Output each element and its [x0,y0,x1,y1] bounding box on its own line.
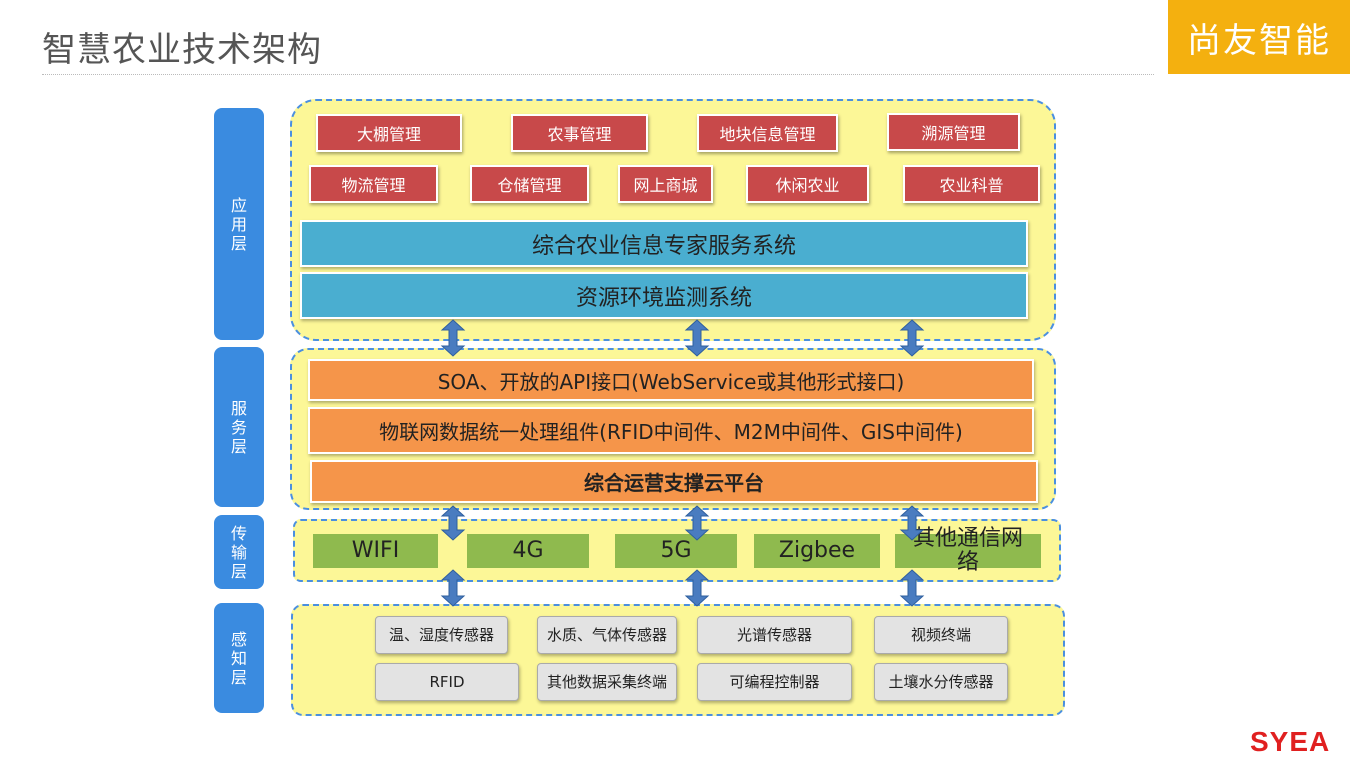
network-5g[interactable]: 5G [615,534,737,568]
bidirectional-arrow-icon [684,505,710,541]
sensor-temp-humidity[interactable]: 温、湿度传感器 [375,616,508,654]
title-divider [42,74,1154,75]
other-data-terminal[interactable]: 其他数据采集终端 [537,663,677,701]
app-warehouse-management[interactable]: 仓储管理 [470,165,589,203]
sensor-soil-moisture[interactable]: 土壤水分传感器 [874,663,1008,701]
app-leisure-agriculture[interactable]: 休闲农业 [746,165,869,203]
layer-label-service: 服务层 [214,347,264,507]
syea-logo: SYEA [1250,726,1331,757]
resource-monitoring-system[interactable]: 资源环境监测系统 [300,272,1028,319]
plc-controller[interactable]: 可编程控制器 [697,663,852,701]
iot-data-middleware[interactable]: 物联网数据统一处理组件(RFID中间件、M2M中间件、GIS中间件) [308,407,1034,454]
cloud-support-platform[interactable]: 综合运营支撑云平台 [310,460,1038,503]
layer-label-perception: 感知层 [214,603,264,713]
brand-badge: 尚友智能 [1168,0,1350,74]
layer-label-application: 应用层 [214,108,264,340]
app-greenhouse-management[interactable]: 大棚管理 [316,114,462,152]
network-wifi[interactable]: WIFI [313,534,438,568]
app-traceability-management[interactable]: 溯源管理 [887,113,1020,151]
bidirectional-arrow-icon [899,319,925,357]
network-4g[interactable]: 4G [467,534,589,568]
rfid-device[interactable]: RFID [375,663,519,701]
video-terminal[interactable]: 视频终端 [874,616,1008,654]
network-zigbee[interactable]: Zigbee [754,534,880,568]
bidirectional-arrow-icon [684,319,710,357]
app-plot-info-management[interactable]: 地块信息管理 [697,114,838,152]
app-online-mall[interactable]: 网上商城 [618,165,713,203]
page-title: 智慧农业技术架构 [42,30,322,70]
network-other[interactable]: 其他通信网络 [895,527,1041,575]
bidirectional-arrow-icon [684,569,710,607]
bidirectional-arrow-icon [440,505,466,541]
bidirectional-arrow-icon [440,569,466,607]
expert-service-system[interactable]: 综合农业信息专家服务系统 [300,220,1028,267]
app-agri-science[interactable]: 农业科普 [903,165,1040,203]
bidirectional-arrow-icon [899,569,925,607]
layer-label-transport: 传输层 [214,515,264,589]
sensor-water-gas[interactable]: 水质、气体传感器 [537,616,677,654]
app-farming-management[interactable]: 农事管理 [511,114,648,152]
sensor-spectrum[interactable]: 光谱传感器 [697,616,852,654]
bidirectional-arrow-icon [440,319,466,357]
bidirectional-arrow-icon [899,505,925,541]
soa-api-interface[interactable]: SOA、开放的API接口(WebService或其他形式接口) [308,359,1034,401]
app-logistics-management[interactable]: 物流管理 [309,165,438,203]
